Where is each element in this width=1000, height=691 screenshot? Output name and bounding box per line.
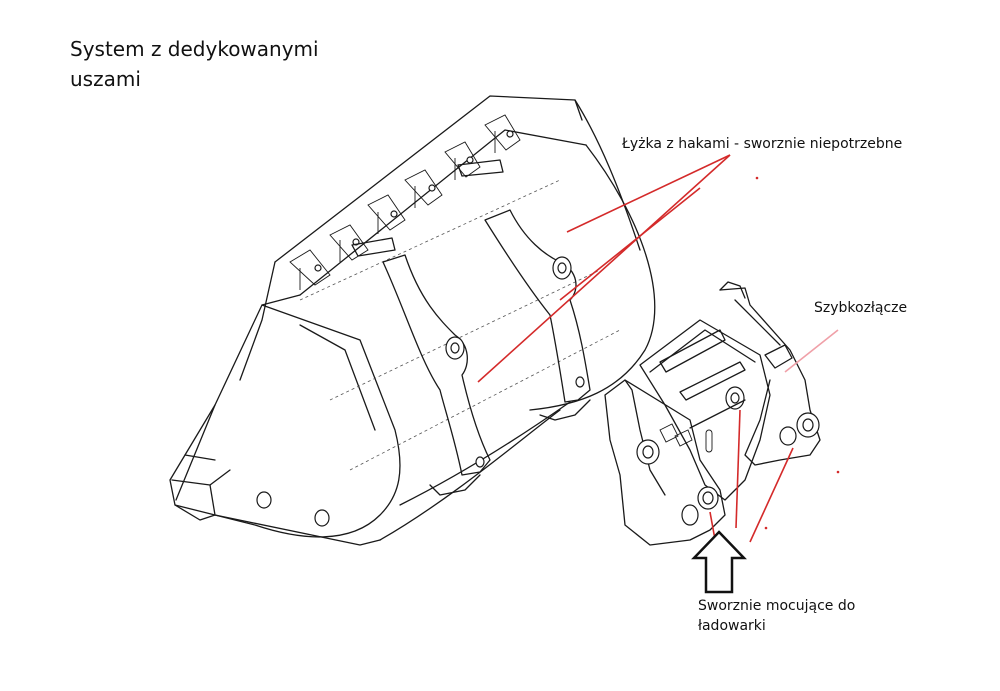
up-arrow-icon — [691, 530, 747, 594]
pins-label: Sworznie mocujące do ładowarki — [698, 598, 856, 634]
coupler-label: Szybkozłącze — [814, 300, 908, 316]
diagram-title: System z dedykowanymi uszami — [70, 37, 319, 91]
loader-bucket — [169, 95, 656, 546]
leader-lines — [477, 154, 840, 546]
bucket-label: Łyżka z hakami - sworznie niepotrzebne — [622, 136, 903, 152]
quick-coupler — [604, 281, 821, 546]
